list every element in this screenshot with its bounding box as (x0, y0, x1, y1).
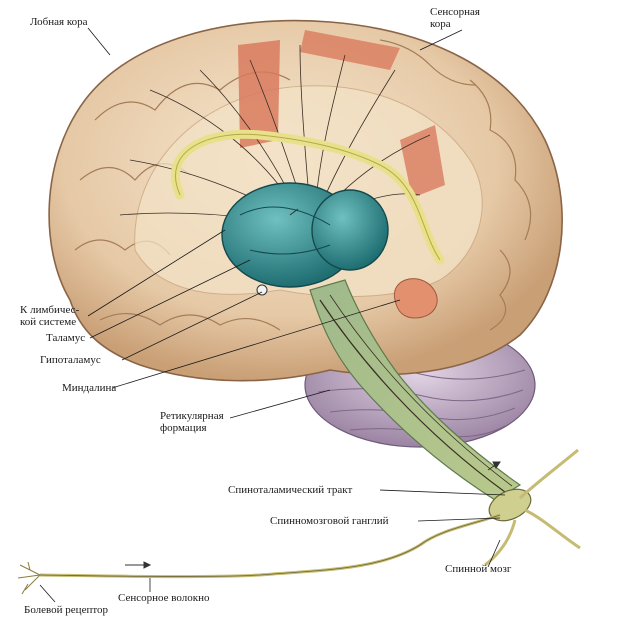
label-sensory-fiber: Сенсорное волокно (118, 592, 210, 604)
label-amygdala: Миндалина (62, 382, 117, 394)
label-spinal-cord: Спинной мозг (445, 563, 512, 575)
sensory-cortex-strips (238, 30, 445, 198)
label-reticular-formation: Ретикулярная формация (160, 410, 224, 434)
label-spinothalamic-tract: Спиноталамический тракт (228, 484, 353, 496)
label-to-limbic-system: К лимбичес- кой системе (20, 304, 80, 328)
signal-arrows (125, 208, 501, 569)
pain-receptor (17, 561, 41, 595)
leader-lines (39, 27, 506, 603)
label-frontal-cortex: Лобная кора (30, 16, 88, 28)
thalamus-structure (221, 182, 389, 296)
label-thalamus: Таламус (46, 332, 86, 344)
label-pain-receptor: Болевой рецептор (24, 604, 108, 616)
amygdala-structure (393, 278, 438, 319)
label-spinal-ganglion: Спинномозговой ганглий (270, 515, 389, 527)
label-hypothalamus: Гипоталамус (40, 354, 101, 366)
label-sensory-cortex: Сенсорная кора (430, 6, 480, 30)
